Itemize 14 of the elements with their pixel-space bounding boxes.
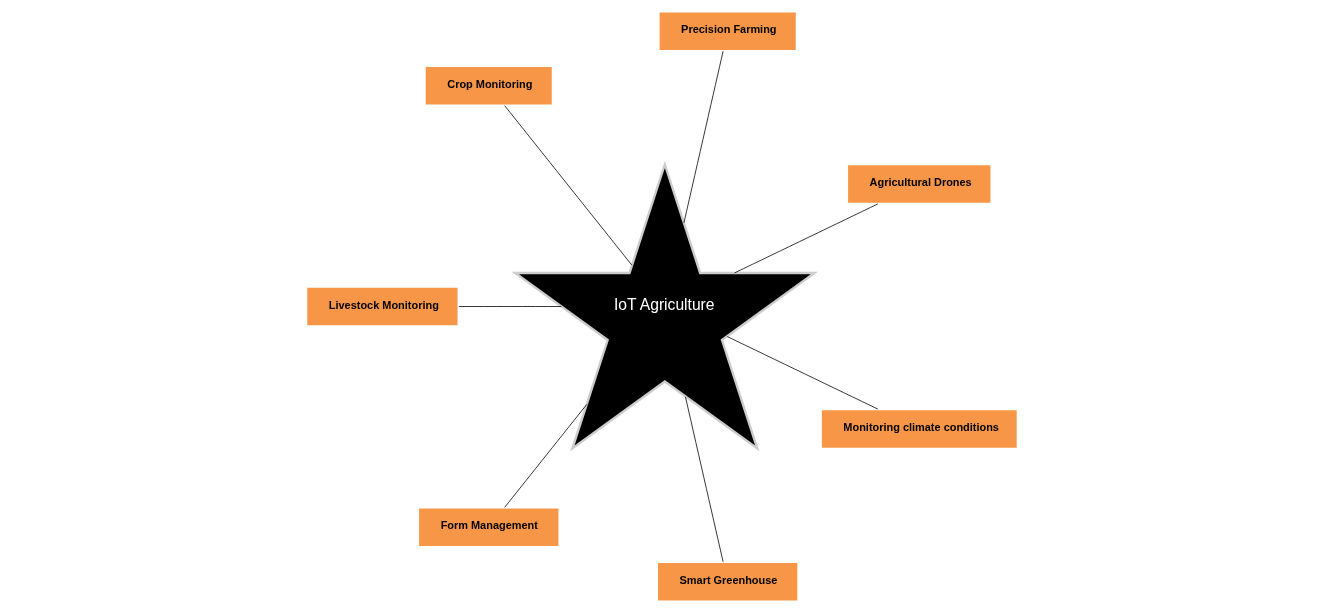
node-box: Smart Greenhouse: [655, 560, 800, 603]
node-box: Agricultural Drones: [845, 162, 993, 206]
node-box: Monitoring climate conditions: [819, 407, 1019, 451]
node-box: Form Management: [416, 506, 561, 549]
connector: [684, 396, 723, 563]
connector: [683, 50, 723, 224]
node-box: Precision Farming: [656, 10, 798, 53]
connector: [457, 306, 562, 307]
connector: [726, 336, 878, 410]
connector: [733, 203, 878, 274]
connector: [503, 404, 587, 508]
node-box: Crop Monitoring: [422, 64, 554, 107]
connector: [503, 105, 632, 266]
node-box: Livestock Monitoring: [304, 285, 460, 328]
